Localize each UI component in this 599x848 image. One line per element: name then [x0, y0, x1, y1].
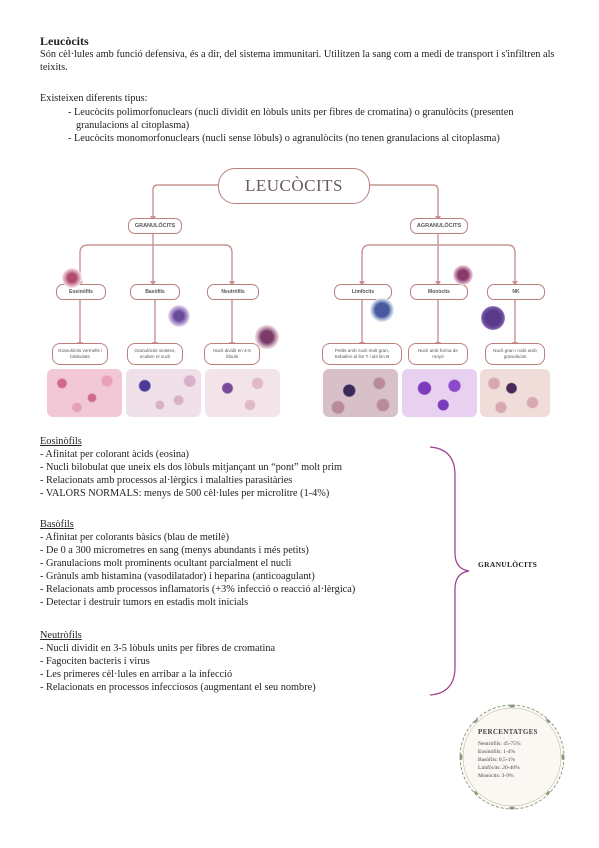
- pct-item: Eosinòfils: 1-4%: [478, 749, 516, 755]
- limfocits-node: Limfòcits: [334, 284, 392, 300]
- list-item: - Relacionats amb processos al·lèrgics i…: [40, 475, 293, 486]
- neutrofils-desc: Nucli dividit en 4-5 lòbuls: [204, 343, 260, 365]
- page-title: Leucòcits: [40, 34, 89, 48]
- eosinofils-section: Eosinòfils - Afinitat per colorant àcids…: [40, 435, 460, 500]
- pct-item: Limfòcits: 20-40%: [478, 765, 520, 771]
- neutrophil-smear-image: [205, 369, 280, 417]
- eosinofils-desc: Granulòcits vermells i bilobulats: [52, 343, 108, 365]
- list-item: - Afinitat per colorants bàsics (blau de…: [40, 532, 229, 543]
- pct-item: Monòcits: 3-9%: [478, 773, 514, 779]
- basophil-smear-image: [126, 369, 201, 417]
- pct-item: Basòfils: 0,5-1%: [478, 757, 515, 763]
- neutrophil-cell-image: [255, 325, 279, 349]
- types-list: - Leucòcits polimorfonuclears (nucli div…: [40, 106, 560, 145]
- list-item: - Fagociten bacteris i virus: [40, 656, 150, 667]
- eosinofils-node: Eosinòfils: [56, 284, 106, 300]
- types-intro: Existeixen diferents tipus:: [40, 93, 148, 104]
- brace-label: GRANULÒCITS: [478, 560, 538, 569]
- list-item: - Nucli dividit en 3-5 lòbuls units per …: [40, 643, 276, 654]
- list-item: - Nucli bilobulat que uneix els dos lòbu…: [40, 462, 342, 473]
- list-item: - Granulacions molt prominents ocultant …: [40, 558, 292, 569]
- list-item: - Relacionats en processos infecciosos (…: [40, 682, 316, 693]
- list-item: - Detectar i destruir tumors en estadis …: [40, 597, 249, 608]
- basofils-node: Basòfils: [130, 284, 180, 300]
- granulocits-node: GRANULÒCITS: [128, 218, 182, 234]
- monocits-node: Monòcits: [410, 284, 468, 300]
- nk-cell-image: [481, 306, 505, 330]
- leucocits-node: LEUCÒCITS: [218, 168, 370, 204]
- percentatges-box: PERCENTATGES Neutròfils: 45-75% Eosinòfi…: [478, 728, 558, 780]
- lymphocyte-cell-image: [370, 298, 394, 322]
- agranulocits-node: AGRANULÒCITS: [410, 218, 468, 234]
- basofils-section: Basòfils - Afinitat per colorants bàsics…: [40, 518, 460, 609]
- nk-smear-image: [480, 369, 550, 417]
- monocits-desc: Nucli amb forma de ronyó: [408, 343, 468, 365]
- types-block: Existeixen diferents tipus: - Leucòcits …: [40, 92, 560, 145]
- limfocits-desc: Petits amb nucli molt gran, treballen al…: [322, 343, 402, 365]
- list-item: - Grànuls amb histamina (vasodilatador) …: [40, 571, 315, 582]
- list-item: - De 0 a 300 micrometres en sang (menys …: [40, 545, 309, 556]
- eosinophil-cell-image: [62, 268, 82, 288]
- basofils-desc: Granulòcits violetes, oculten el nucli: [127, 343, 183, 365]
- curly-brace: [429, 446, 470, 696]
- list-item: - Relacionats amb processos inflamatoris…: [40, 584, 356, 595]
- list-item: - Afinitat per colorant àcids (eosina): [40, 449, 189, 460]
- percentatges-title: PERCENTATGES: [478, 728, 538, 736]
- neutrofils-heading: Neutròfils: [40, 630, 82, 641]
- intro-text: Són cèl·lules amb funció defensiva, és a…: [40, 49, 555, 73]
- list-item: - VALORS NORMALS: menys de 500 cèl·lules…: [40, 488, 330, 499]
- type-item: - Leucòcits monomorfonuclears (nucli sen…: [68, 133, 500, 144]
- monocyte-cell-image: [453, 265, 473, 285]
- lymphocyte-smear-image: [323, 369, 398, 417]
- type-item: - Leucòcits polimorfonuclears (nucli div…: [68, 107, 514, 131]
- nk-desc: Nucli gran i rodó amb granulòcits: [485, 343, 545, 365]
- nk-node: NK: [487, 284, 545, 300]
- basofils-heading: Basòfils: [40, 519, 74, 530]
- list-item: - Les primeres cèl·lules en arribar a la…: [40, 669, 233, 680]
- wreath-icon: [459, 704, 565, 810]
- monocyte-smear-image: [402, 369, 477, 417]
- pct-item: Neutròfils: 45-75%: [478, 741, 521, 747]
- eosinofils-heading: Eosinòfils: [40, 436, 82, 447]
- basophil-cell-image: [168, 305, 190, 327]
- eosinophil-smear-image: [47, 369, 122, 417]
- neutrofils-section: Neutròfils - Nucli dividit en 3-5 lòbuls…: [40, 629, 460, 694]
- neutrofils-node: Neutròfils: [207, 284, 259, 300]
